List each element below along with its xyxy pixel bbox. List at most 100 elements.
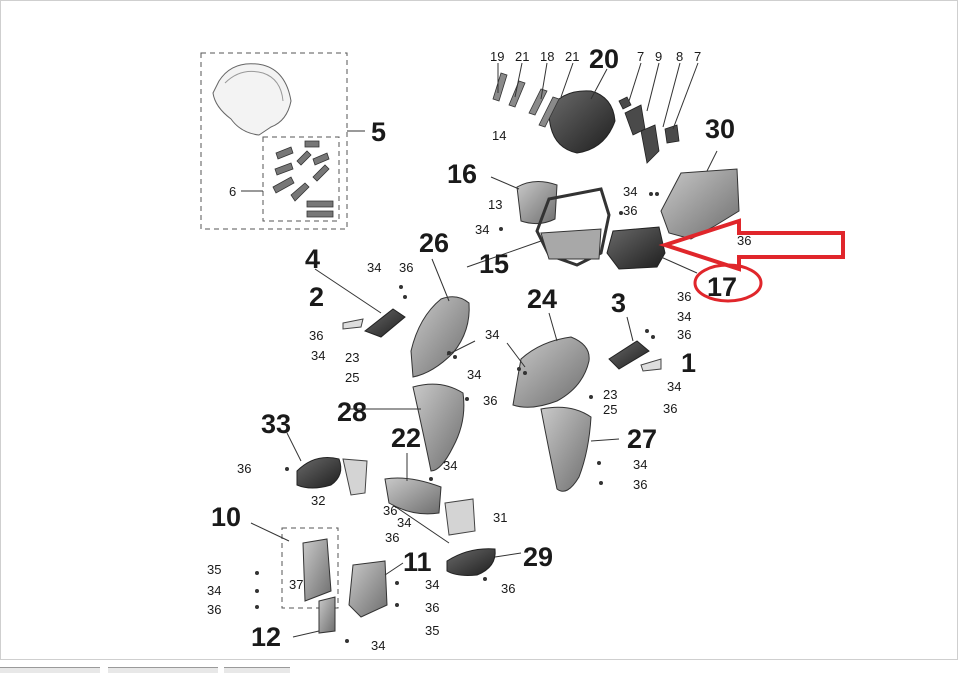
- part-31-panel: [444, 498, 476, 536]
- label-small-7: 7: [694, 49, 701, 64]
- part-4-side-piece: [363, 308, 406, 338]
- label-24: 24: [527, 284, 557, 314]
- part-26-left-fairing: [410, 296, 470, 378]
- part-28-lower-left: [412, 383, 465, 472]
- diagram-frame: 20 30 5 16 26 15 4 17 2 24 3 1 28 33 22 …: [0, 0, 958, 660]
- windscreen-part: [212, 63, 292, 136]
- label-small-18: 18: [540, 49, 554, 64]
- label-small-34: 34: [443, 458, 457, 473]
- label-17: 17: [707, 272, 737, 302]
- label-5: 5: [371, 117, 386, 147]
- label-small-31: 31: [493, 510, 507, 525]
- label-small-35: 35: [425, 623, 439, 638]
- leader-lines: [241, 62, 718, 638]
- label-26: 26: [419, 228, 449, 258]
- label-2: 2: [309, 282, 324, 312]
- label-small-35: 35: [207, 562, 221, 577]
- label-small-34: 34: [623, 184, 637, 199]
- label-small-19: 19: [490, 49, 504, 64]
- label-small-21: 21: [565, 49, 579, 64]
- label-small-37: 37: [289, 577, 303, 592]
- label-20: 20: [589, 44, 619, 74]
- part-24-right-fairing: [512, 336, 590, 408]
- label-small-6: 6: [229, 184, 236, 199]
- label-small-13: 13: [488, 197, 502, 212]
- part-16: [516, 181, 558, 225]
- windscreen-hardware: [272, 140, 334, 218]
- label-small-25: 25: [345, 370, 359, 385]
- part-29-piece: [446, 548, 496, 576]
- label-small-14: 14: [492, 128, 506, 143]
- label-15: 15: [479, 249, 509, 279]
- part-20-cover: [548, 90, 616, 154]
- windscreen-kit-box: [200, 52, 348, 609]
- bottom-tab-1[interactable]: [0, 667, 100, 673]
- mirror-brackets: [492, 72, 560, 128]
- label-16: 16: [447, 159, 477, 189]
- label-1: 1: [681, 348, 696, 378]
- label-30: 30: [705, 114, 735, 144]
- label-small-34: 34: [633, 457, 647, 472]
- label-small-34: 34: [677, 309, 691, 324]
- part-27-lower-right: [540, 406, 592, 492]
- bottom-tab-2[interactable]: [108, 667, 218, 673]
- label-3: 3: [611, 288, 626, 318]
- label-small-32: 32: [311, 493, 325, 508]
- label-small-23: 23: [345, 350, 359, 365]
- label-small-34: 34: [475, 222, 489, 237]
- part-17-vent: [606, 226, 666, 270]
- label-small-34: 34: [207, 583, 221, 598]
- screw-glyphs: [255, 192, 659, 643]
- label-small-36: 36: [385, 530, 399, 545]
- label-small-9: 9: [655, 49, 662, 64]
- label-small-36: 36: [425, 600, 439, 615]
- label-small-36: 36: [623, 203, 637, 218]
- label-small-34: 34: [371, 638, 385, 653]
- part-3-side-piece: [608, 340, 650, 370]
- label-12: 12: [251, 622, 281, 652]
- label-small-36: 36: [399, 260, 413, 275]
- label-small-36: 36: [677, 327, 691, 342]
- label-11: 11: [403, 547, 432, 577]
- bottom-tab-strip: [0, 661, 960, 673]
- label-small-36: 36: [383, 503, 397, 518]
- label-28: 28: [337, 397, 367, 427]
- label-small-34: 34: [667, 379, 681, 394]
- label-small-34: 34: [425, 577, 439, 592]
- label-small-36: 36: [501, 581, 515, 596]
- label-small-36: 36: [309, 328, 323, 343]
- label-33: 33: [261, 409, 291, 439]
- label-small-23: 23: [603, 387, 617, 402]
- part-33-floor-left: [296, 457, 342, 489]
- bottom-tab-3[interactable]: [224, 667, 290, 673]
- label-small-34: 34: [311, 348, 325, 363]
- label-27: 27: [627, 424, 657, 454]
- label-small-7: 7: [637, 49, 644, 64]
- label-small-36: 36: [677, 289, 691, 304]
- part-11-piece: [348, 560, 388, 618]
- label-small-36: 36: [633, 477, 647, 492]
- part-1-plate: [640, 358, 662, 372]
- label-22: 22: [391, 423, 421, 453]
- label-small-36: 36: [663, 401, 677, 416]
- label-small-36: 36: [237, 461, 251, 476]
- part-22-floor: [384, 477, 442, 515]
- label-small-21: 21: [515, 49, 529, 64]
- label-small-8: 8: [676, 49, 683, 64]
- part-32-panel: [342, 458, 368, 496]
- label-small-34: 34: [367, 260, 381, 275]
- highlight-circle: [693, 263, 763, 303]
- part-37-piece: [302, 538, 332, 602]
- label-small-25: 25: [603, 402, 617, 417]
- label-small-34: 34: [485, 327, 499, 342]
- label-small-36: 36: [207, 602, 221, 617]
- label-4: 4: [305, 244, 320, 274]
- part-12-piece: [318, 596, 336, 634]
- label-small-34: 34: [397, 515, 411, 530]
- part-2-plate: [342, 318, 364, 330]
- small-fasteners-top: [618, 96, 680, 164]
- part-30-inner-frame: [660, 168, 740, 240]
- label-small-36: 36: [737, 233, 751, 248]
- label-small-36: 36: [483, 393, 497, 408]
